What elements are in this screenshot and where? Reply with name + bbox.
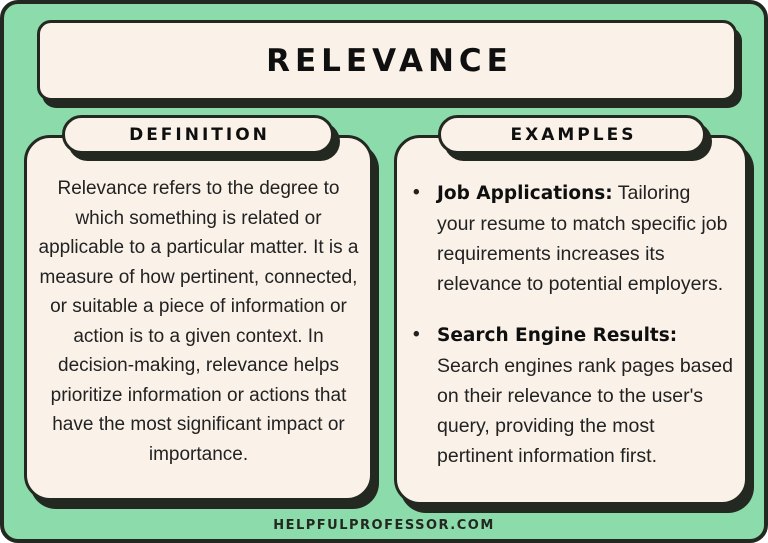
list-item: • Search Engine Results: Search engines … xyxy=(413,320,733,471)
examples-heading: EXAMPLES xyxy=(510,124,637,145)
list-item: • Job Applications: Tailoring your resum… xyxy=(413,178,733,299)
page-title: RELEVANCE xyxy=(266,42,513,79)
footer: HELPFULPROFESSOR.COM xyxy=(4,516,764,534)
definition-heading-pill: DEFINITION xyxy=(62,115,334,154)
bullet-icon: • xyxy=(413,182,420,203)
title-card: RELEVANCE xyxy=(37,20,737,101)
footer-site-name: HELPFULPROFESSOR.COM xyxy=(273,518,495,533)
example-lead: Job Applications: xyxy=(437,183,613,204)
definition-body: Relevance refers to the degree to which … xyxy=(38,178,359,465)
examples-panel: • Job Applications: Tailoring your resum… xyxy=(394,135,748,505)
example-item-text: Job Applications: Tailoring your resume … xyxy=(437,178,733,299)
bullet-icon: • xyxy=(413,324,420,345)
examples-list: • Job Applications: Tailoring your resum… xyxy=(413,178,733,471)
example-item-text: Search Engine Results: Search engines ra… xyxy=(437,320,733,471)
example-body: Tailoring your resume to match specific … xyxy=(437,182,728,295)
example-lead: Search Engine Results: xyxy=(437,325,678,346)
examples-heading-pill: EXAMPLES xyxy=(438,115,706,154)
definition-panel: Relevance refers to the degree to which … xyxy=(24,135,373,501)
example-body: Search engines rank pages based on their… xyxy=(437,355,733,467)
definition-heading: DEFINITION xyxy=(129,124,270,145)
